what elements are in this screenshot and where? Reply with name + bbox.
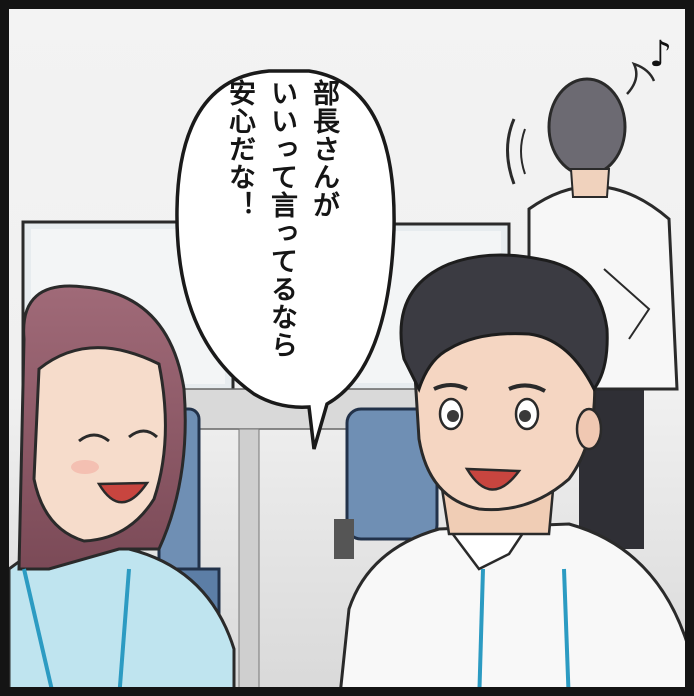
office-scene	[9, 9, 685, 687]
speech-bubble-text: 部長さんが いいって言ってるなら 安心だな！	[201, 79, 341, 399]
chair-back-center	[334, 407, 439, 559]
speech-line-1: 部長さんが	[308, 79, 339, 219]
music-note-sfx: ♪	[649, 34, 672, 75]
speech-bubble-shape	[175, 69, 396, 450]
woman-character	[9, 284, 236, 687]
speech-line-2: いいって言ってるなら	[266, 79, 297, 359]
man-character	[339, 253, 685, 687]
speech-line-3: 安心だな！	[224, 79, 255, 219]
